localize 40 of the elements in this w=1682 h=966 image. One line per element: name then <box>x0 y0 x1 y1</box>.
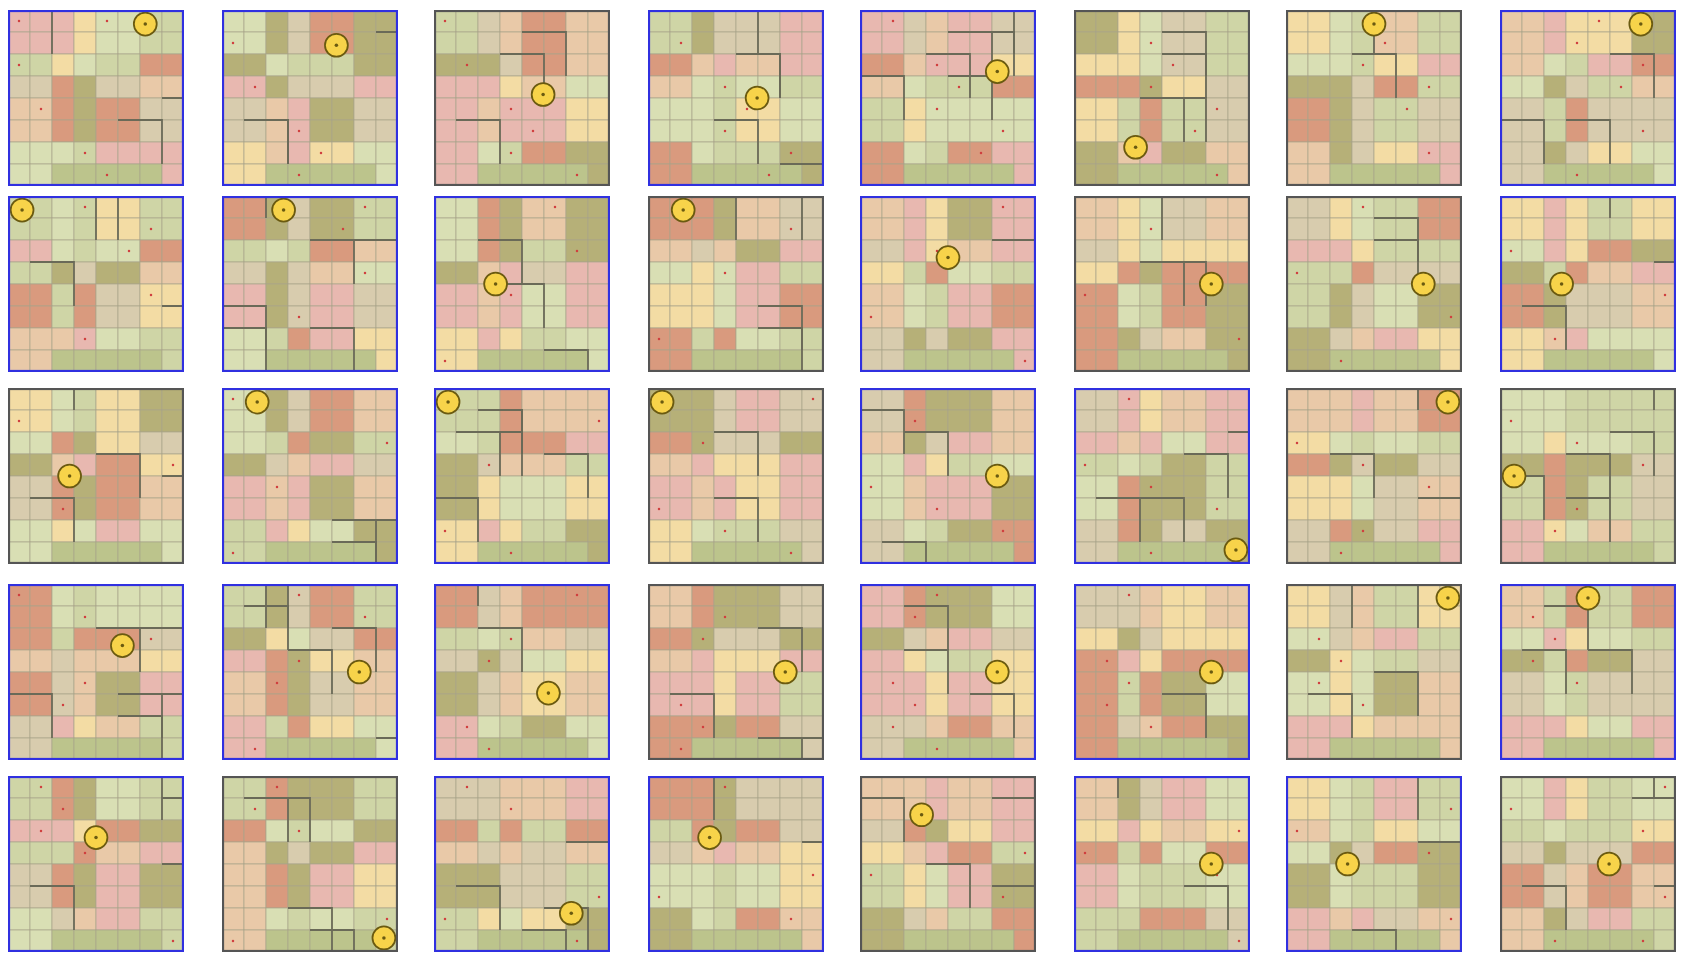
grid-map-drawing <box>647 10 823 186</box>
grid-map-drawing <box>221 10 397 186</box>
grid-map-drawing <box>221 196 397 372</box>
grid-map-drawing <box>1499 10 1675 186</box>
grid-map-drawing <box>860 10 1036 186</box>
grid-map-drawing <box>1073 196 1249 372</box>
grid-map-drawing <box>1499 196 1675 372</box>
grid-map-drawing <box>221 584 397 760</box>
grid-map-drawing <box>647 196 823 372</box>
grid-map-drawing <box>860 196 1036 372</box>
grid-map-drawing <box>221 388 397 564</box>
grid-map-drawing <box>1073 10 1249 186</box>
grid-map-drawing <box>1073 388 1249 564</box>
grid-map-drawing <box>8 584 184 760</box>
grid-map-drawing <box>1286 388 1462 564</box>
grid-map-drawing <box>647 776 823 952</box>
grid-map-drawing <box>1499 584 1675 760</box>
grid-map-drawing <box>221 776 397 952</box>
grid-map-drawing <box>434 196 610 372</box>
grid-map-drawing <box>647 584 823 760</box>
grid-map-drawing <box>1286 196 1462 372</box>
grid-map-drawing <box>860 776 1036 952</box>
grid-map-drawing <box>647 388 823 564</box>
grid-map-drawing <box>434 776 610 952</box>
grid-map-drawing <box>1073 584 1249 760</box>
grid-map-drawing <box>8 10 184 186</box>
grid-map-drawing <box>860 584 1036 760</box>
grid-map-drawing <box>1499 388 1675 564</box>
grid-map-drawing <box>1286 776 1462 952</box>
grid-map-drawing <box>1073 776 1249 952</box>
grid-map-drawing <box>8 388 184 564</box>
grid-map-drawing <box>434 584 610 760</box>
grid-map-drawing <box>1286 584 1462 760</box>
grid-map-drawing <box>434 388 610 564</box>
grid-map-drawing <box>1499 776 1675 952</box>
grid-map-drawing <box>1286 10 1462 186</box>
grid-map-drawing <box>8 776 184 952</box>
grid-map-drawing <box>8 196 184 372</box>
grid-map-drawing <box>860 388 1036 564</box>
grid-map-drawing <box>434 10 610 186</box>
